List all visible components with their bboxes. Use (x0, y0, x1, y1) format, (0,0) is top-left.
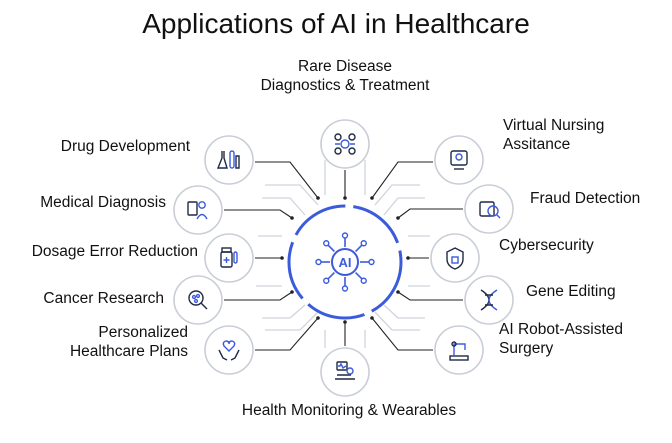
connector-tip (396, 216, 400, 220)
connector-line (371, 317, 433, 351)
label-line: AI Robot-Assisted (499, 321, 624, 338)
label-line: Gene Editing (526, 282, 616, 300)
connector-tip (343, 196, 347, 200)
label-cancer-research: Cancer Research (43, 289, 164, 308)
node-circle (320, 119, 370, 169)
connector-line (397, 291, 463, 301)
connectors (224, 161, 463, 351)
connector-tip (290, 290, 294, 294)
connector-line (224, 209, 293, 219)
hands-heart-icon (218, 340, 240, 361)
label-line: Medical Diagnosis (40, 193, 166, 211)
lab-flasks-icon (216, 150, 240, 169)
label-line: Surgery (499, 340, 554, 357)
connector-line (255, 317, 319, 351)
node-circle (430, 233, 480, 283)
label-line: Health Monitoring & Wearables (241, 401, 457, 419)
circuit-trace (262, 197, 306, 216)
circuit-trace (265, 184, 319, 206)
node-drug-development (204, 135, 254, 185)
connector-tip (316, 196, 320, 200)
connector-tip (370, 316, 374, 320)
circuit-trace (265, 311, 319, 331)
medicine-bottle-icon (220, 247, 238, 268)
node-circle (173, 275, 223, 325)
node-circle (320, 347, 370, 397)
connector-tip (316, 316, 320, 320)
circuit-trace (374, 311, 420, 331)
node-circle (173, 185, 223, 235)
node-cancer-research (173, 275, 223, 325)
label-line: Assitance (503, 136, 571, 153)
label-line: Drug Development (60, 137, 190, 155)
magnifier-cells-icon (188, 290, 208, 310)
health-monitor-icon (335, 361, 355, 380)
ai-chip-icon (315, 232, 375, 292)
application-nodes (173, 119, 514, 397)
label-line: Virtual Nursing (503, 117, 605, 134)
connector-line (255, 161, 319, 199)
node-dosage-error (204, 233, 254, 283)
label-line: Dosage Error Reduction (31, 242, 198, 260)
fraud-detection-icon (479, 201, 501, 219)
node-cybersecurity (430, 233, 480, 283)
connector-tip (280, 256, 284, 260)
label-medical-diagnosis: Medical Diagnosis (40, 193, 166, 212)
virtual-nurse-icon (450, 150, 468, 170)
hub-label: AI (339, 255, 352, 270)
label-drug-development: Drug Development (61, 137, 190, 156)
node-fraud-detection (464, 184, 514, 234)
cybersecurity-icon (446, 247, 464, 270)
circuit-trace (383, 197, 425, 216)
robot-arm-icon (449, 341, 469, 361)
node-circle (204, 135, 254, 185)
label-line: Cybersecurity (499, 236, 594, 254)
circuit-trace (383, 304, 425, 319)
node-robot-surgery (434, 325, 484, 375)
connector-line (224, 291, 293, 301)
connector-line (397, 208, 463, 219)
connector-tip (290, 216, 294, 220)
label-line: Cancer Research (43, 289, 164, 307)
node-circle (204, 233, 254, 283)
label-gene-editing: Gene Editing (526, 282, 616, 301)
label-health-monitoring: Health Monitoring & Wearables (189, 401, 509, 420)
node-health-monitoring (320, 347, 370, 397)
dna-icon (480, 289, 498, 311)
label-line: Healthcare Plans (69, 343, 188, 360)
circuit-traces (256, 160, 430, 348)
circuit-trace (374, 184, 420, 206)
label-fraud-detection: Fraud Detection (530, 189, 640, 208)
label-line: Diagnostics & Treatment (260, 77, 430, 94)
diagnostics-icon (334, 133, 356, 155)
node-circle (204, 325, 254, 375)
connector-line (371, 161, 433, 199)
connector-tip (406, 256, 410, 260)
node-gene-editing (464, 275, 514, 325)
connector-tip (396, 290, 400, 294)
ai-hub: AI (287, 204, 403, 320)
label-line: Rare Disease (298, 58, 392, 75)
label-cybersecurity: Cybersecurity (499, 236, 594, 255)
node-virtual-nursing (434, 135, 484, 185)
hub-ring (287, 204, 403, 320)
node-personalized-plans (204, 325, 254, 375)
node-circle (434, 325, 484, 375)
connector-tip (370, 196, 374, 200)
diagram-title: Applications of AI in Healthcare (142, 8, 530, 39)
doctor-clipboard-icon (187, 201, 208, 220)
circuit-trace (262, 304, 306, 319)
label-line: Fraud Detection (530, 189, 641, 207)
label-dosage-error: Dosage Error Reduction (32, 242, 198, 261)
node-medical-diagnosis (173, 185, 223, 235)
node-rare-disease (320, 119, 370, 169)
label-line: Personalized (98, 324, 188, 341)
connector-tip (343, 320, 347, 324)
